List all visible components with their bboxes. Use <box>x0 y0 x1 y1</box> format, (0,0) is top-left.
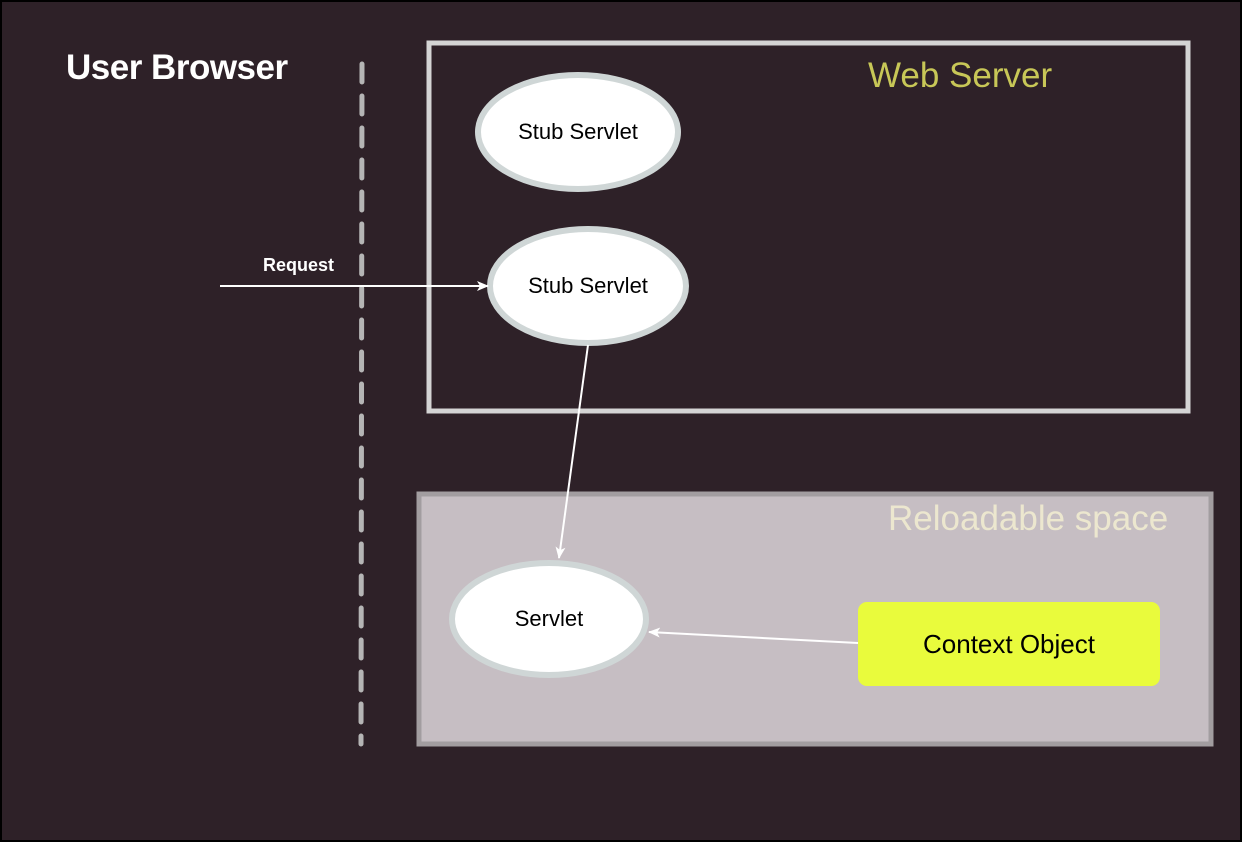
user-browser-label: User Browser <box>66 48 288 87</box>
context-to-servlet-arrow <box>648 627 859 644</box>
browser-server-divider <box>358 61 365 747</box>
web-server-box <box>426 40 1191 414</box>
stub-servlet-request-node <box>487 226 689 346</box>
stub-servlet-top-label: Stub Servlet <box>518 119 638 144</box>
reloadable-space-label: Reloadable space <box>888 499 1169 538</box>
stub-servlet-request-label: Stub Servlet <box>528 273 648 298</box>
stub-to-servlet-arrow <box>555 344 589 559</box>
web-server-label: Web Server <box>868 56 1053 95</box>
servlet-node <box>449 560 649 678</box>
request-label: Request <box>263 255 335 275</box>
context-object-node <box>858 602 1160 686</box>
stub-servlet-top-node <box>475 72 681 192</box>
servlet-label: Servlet <box>514 606 584 631</box>
context-object-label: Context Object <box>923 628 1095 659</box>
